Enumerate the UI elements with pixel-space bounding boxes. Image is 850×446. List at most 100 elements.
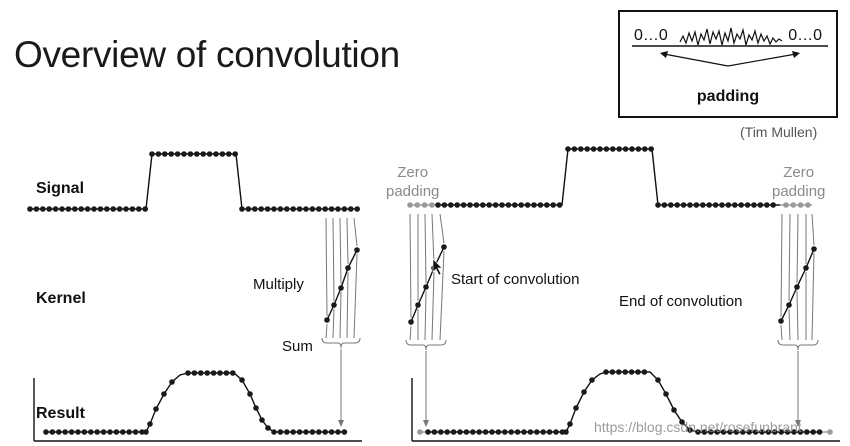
right-signal-dot bbox=[622, 146, 629, 152]
right-result-dot bbox=[527, 429, 534, 435]
left-result-dot bbox=[161, 391, 167, 397]
left-result-dot bbox=[341, 429, 348, 435]
right-result-dot bbox=[489, 429, 495, 435]
left-signal-dot bbox=[33, 206, 40, 212]
right-result-dot bbox=[679, 419, 685, 425]
left-result-dot bbox=[204, 370, 210, 376]
padding-inset: 0…0 0…0 padding bbox=[618, 10, 838, 118]
result-label: Result bbox=[36, 405, 85, 422]
left-signal-dot bbox=[252, 206, 258, 212]
left-result-dot bbox=[147, 421, 153, 427]
left-signal-dot bbox=[123, 206, 129, 212]
zero-padding-right-line1: Zero bbox=[783, 164, 815, 181]
left-signal-dot bbox=[328, 206, 335, 212]
right-result-dot bbox=[438, 429, 444, 435]
sum-braces bbox=[321, 337, 819, 351]
left-signal-dot bbox=[181, 151, 187, 157]
right-signal-dot bbox=[454, 202, 461, 208]
zero-padding-dot bbox=[805, 202, 811, 208]
right-result-dot bbox=[470, 429, 476, 435]
kernel-dots bbox=[324, 244, 817, 325]
left-result-dot bbox=[253, 405, 259, 411]
right-signal-dot bbox=[590, 146, 597, 152]
end-arrow bbox=[796, 290, 799, 341]
left-result-dot bbox=[265, 425, 271, 431]
end-sum-brace bbox=[777, 339, 819, 351]
right-result-dot bbox=[534, 429, 540, 435]
left-result-dot bbox=[139, 429, 145, 435]
left-signal-dot bbox=[264, 206, 271, 212]
zero-padding-right-line2: padding bbox=[772, 183, 826, 200]
right-signal-dot bbox=[441, 202, 448, 208]
left-result-dot bbox=[335, 429, 341, 435]
inset-left-zeros: 0…0 bbox=[634, 27, 668, 44]
left-result-dot bbox=[230, 370, 236, 376]
middle-kernel-dot bbox=[331, 302, 337, 308]
start-sum-brace bbox=[405, 339, 447, 351]
right-result-dot bbox=[508, 429, 514, 435]
left-result-dot bbox=[259, 417, 265, 423]
left-result-dot bbox=[210, 370, 217, 376]
left-signal-dot bbox=[162, 151, 168, 157]
right-signal-dot bbox=[725, 202, 732, 208]
start-arrow bbox=[409, 213, 412, 319]
left-signal-dot bbox=[348, 206, 354, 212]
inset-signal-graphic bbox=[632, 27, 828, 67]
left-result-dot bbox=[296, 429, 303, 435]
end-kernel-dot bbox=[778, 318, 784, 324]
end-arrow bbox=[811, 213, 815, 246]
right-result-dot bbox=[746, 429, 752, 435]
left-signal-dot bbox=[303, 206, 309, 212]
right-signal-dot bbox=[492, 202, 499, 208]
right-signal-dot bbox=[616, 146, 622, 152]
left-result-dot bbox=[328, 429, 335, 435]
left-signal-dot bbox=[316, 206, 322, 212]
left-result-dot bbox=[132, 429, 139, 435]
left-signal-dot bbox=[110, 206, 116, 212]
left-signal-dot bbox=[27, 206, 33, 212]
right-signal-dot bbox=[448, 202, 454, 208]
axes bbox=[33, 378, 840, 442]
right-signal-dot bbox=[642, 146, 648, 152]
multiply-label: Multiply bbox=[253, 276, 304, 293]
start-kernel-dot bbox=[441, 244, 447, 250]
left-signal-dot bbox=[104, 206, 110, 212]
right-result-dot bbox=[797, 429, 804, 435]
middle-arrow bbox=[325, 217, 328, 317]
left-signal-dot bbox=[290, 206, 297, 212]
middle-sum-brace bbox=[321, 337, 361, 349]
end-kernel-dot bbox=[811, 246, 817, 252]
left-signal-dot bbox=[245, 206, 252, 212]
right-signal-dot bbox=[597, 146, 603, 152]
right-signal-dot bbox=[610, 146, 616, 152]
zero-padding-left-line2: padding bbox=[386, 183, 440, 200]
end-arrow bbox=[788, 213, 791, 302]
middle-arrow bbox=[346, 217, 349, 265]
right-result-dot bbox=[567, 421, 573, 427]
right-result-dot bbox=[752, 429, 759, 435]
zero-padding-dot bbox=[421, 202, 428, 208]
left-result-dot bbox=[75, 429, 81, 435]
right-signal-dot bbox=[571, 146, 578, 152]
left-result-dot bbox=[247, 391, 253, 397]
right-result-dot bbox=[431, 429, 438, 435]
slide-title: Overview of convolution bbox=[14, 34, 400, 75]
right-result-dot bbox=[463, 429, 470, 435]
right-result-dot bbox=[495, 429, 502, 435]
right-result-dot bbox=[772, 429, 778, 435]
right-signal-dot bbox=[687, 202, 693, 208]
kernel-label: Kernel bbox=[36, 290, 86, 307]
left-result-line bbox=[46, 372, 346, 433]
right-signal-dot bbox=[499, 202, 505, 208]
right-signal-dot bbox=[565, 146, 571, 152]
left-signal-dot bbox=[46, 206, 52, 212]
right-result-dot bbox=[778, 429, 784, 435]
right-result-dot bbox=[816, 429, 823, 435]
inset-arrow-left bbox=[663, 53, 729, 67]
right-result-dot bbox=[655, 377, 661, 383]
end-sum-arrowhead bbox=[795, 420, 801, 427]
right-signal-dot bbox=[648, 146, 654, 152]
end-arrow bbox=[796, 213, 799, 284]
start-of-convolution-label: Start of convolution bbox=[451, 271, 580, 288]
